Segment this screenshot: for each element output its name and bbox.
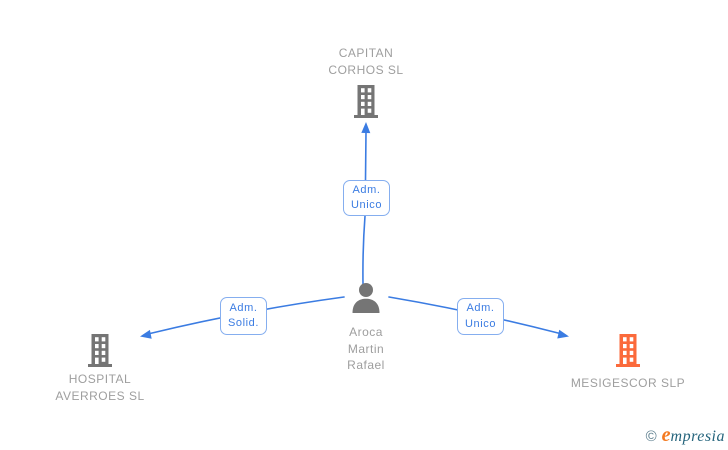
edge-label-line: Adm. xyxy=(229,301,258,314)
person-icon[interactable] xyxy=(351,282,381,318)
building-icon[interactable] xyxy=(616,334,640,372)
arrowhead-up xyxy=(361,122,371,134)
brand-initial: e xyxy=(661,424,671,446)
node-label-line: MESIGESCOR SLP xyxy=(570,376,686,390)
node-label-top-company: CAPITAN CORHOS SL xyxy=(286,45,446,78)
node-label-line: AVERROES SL xyxy=(55,388,145,403)
building-icon[interactable] xyxy=(88,334,112,372)
building-icon[interactable] xyxy=(354,85,378,123)
node-label-right-company: MESIGESCOR SLP xyxy=(548,375,708,392)
node-label-left-company: HOSPITAL AVERROES SL xyxy=(20,371,180,404)
empresia-logo[interactable]: © e mpresia xyxy=(646,424,725,447)
arrowhead-left xyxy=(140,329,152,339)
node-label-line: CAPITAN xyxy=(338,46,394,60)
node-label-person: Aroca Martin Rafael xyxy=(316,324,416,374)
edge-label-adm-unico-top[interactable]: Adm. Unico xyxy=(343,180,390,216)
edge-label-line: Unico xyxy=(464,317,497,330)
brand-name: mpresia xyxy=(670,428,725,445)
node-label-line: Aroca xyxy=(349,325,383,339)
copyright-icon: © xyxy=(645,428,657,445)
node-label-line: Martin xyxy=(347,341,385,356)
edge-label-adm-solid-left[interactable]: Adm. Solid. xyxy=(220,297,267,335)
edge-label-line: Adm. xyxy=(352,183,381,196)
edge-label-adm-unico-right[interactable]: Adm. Unico xyxy=(457,298,504,335)
edge-person-to-top-label xyxy=(362,215,366,285)
node-label-line: Rafael xyxy=(347,358,385,372)
edge-label-line: Solid. xyxy=(227,317,260,329)
edge-label-line: Adm. xyxy=(466,302,495,314)
node-label-line: CORHOS SL xyxy=(328,62,404,77)
edge-label-line: Unico xyxy=(350,199,383,211)
edge-top-label-to-company xyxy=(364,131,367,181)
arrowhead-right xyxy=(557,329,569,339)
node-label-line: HOSPITAL xyxy=(68,372,132,386)
